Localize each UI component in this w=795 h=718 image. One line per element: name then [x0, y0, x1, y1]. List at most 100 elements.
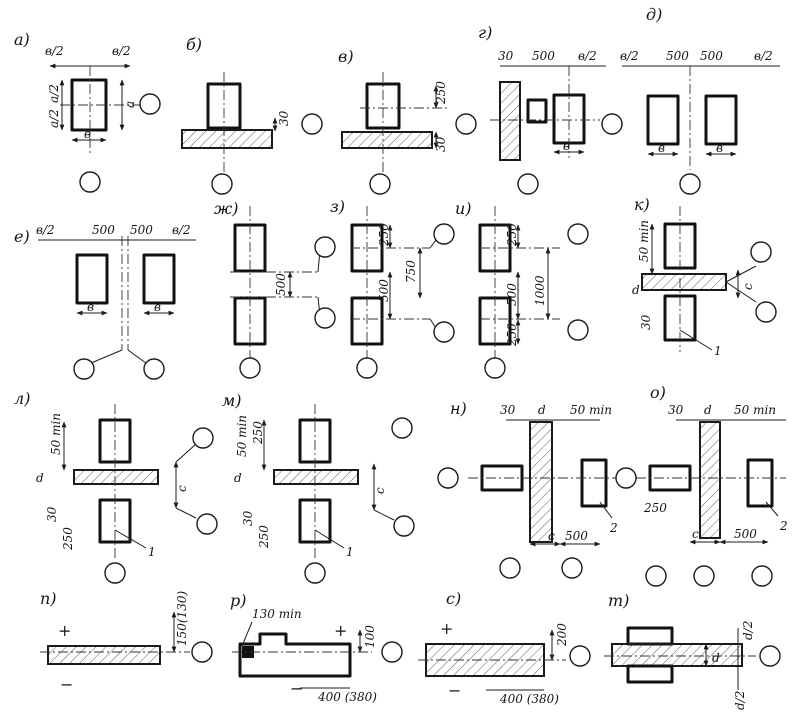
axis-bubble: [679, 173, 701, 195]
beam-section: [529, 421, 553, 543]
panel-m: м) 50 min 250 d c 30 250 1: [222, 391, 415, 584]
axis-bubble: [755, 301, 777, 323]
minus-sign: −: [290, 679, 303, 698]
column-stub-top: [626, 626, 674, 646]
dim-label: 100: [363, 625, 377, 648]
dim-label: 500: [505, 283, 519, 306]
column-stub-bottom: [626, 664, 674, 684]
dim-label: c: [373, 487, 387, 494]
leader-line: [314, 529, 345, 549]
column-section: [704, 94, 738, 146]
dim-label: 150(130): [175, 591, 189, 646]
dim-label: d: [704, 403, 712, 417]
dim-label: d: [36, 471, 44, 485]
dim-label: 30: [277, 110, 291, 126]
axis-bubble: [455, 113, 477, 135]
dim-label: 250: [505, 323, 519, 347]
beam-section: [641, 273, 727, 291]
panel-b: б) 30: [181, 35, 323, 195]
panel-z: з) 250 750 500: [330, 197, 455, 379]
dim-label: 1000: [533, 275, 547, 306]
panel-o: о) 30 d 50 min 250 c 500 2: [615, 383, 788, 587]
dim-label: в: [154, 300, 161, 314]
panel-g: г) 30 500 в/2 в: [478, 23, 623, 195]
axis-bubble: [693, 565, 715, 587]
panel-label-v: в): [338, 47, 354, 66]
axis-bubble: [759, 645, 781, 667]
dim-label: 400 (380): [317, 690, 377, 704]
axis-bubble: [381, 641, 403, 663]
dim-label: 500: [92, 223, 115, 237]
panel-s: с) + − 200 400 (380): [418, 589, 591, 706]
beam-section: [699, 421, 721, 539]
dim-label: d: [632, 283, 640, 297]
axis-bubble: [211, 173, 233, 195]
dim-label: 250: [434, 81, 448, 105]
axis-bubble: [79, 171, 101, 193]
wall-section: [611, 643, 743, 667]
dim-label: 50 min: [49, 413, 63, 455]
panel-label-k: к): [634, 195, 650, 214]
panel-label-i: и): [455, 199, 472, 218]
axis-bubble: [433, 321, 455, 343]
axis-bubble: [751, 565, 773, 587]
dim-label: 30: [639, 314, 653, 330]
dim-label: 250: [257, 525, 271, 549]
leader-line: [175, 443, 197, 463]
dim-label: 50 min: [570, 403, 612, 417]
axis-bubble: [499, 557, 521, 579]
dim-label: а/2: [47, 84, 61, 103]
panel-k: к) 50 min d c 30 1: [632, 195, 777, 358]
minus-sign: −: [60, 675, 73, 694]
callout-label: 1: [714, 344, 722, 358]
anchor-block: [242, 646, 254, 658]
panel-label-a: а): [14, 30, 30, 49]
panel-label-t: т): [608, 591, 629, 610]
dim-label: 500: [532, 49, 555, 63]
dim-label: в: [87, 300, 94, 314]
dim-label: 30: [434, 136, 448, 152]
panel-i: и) 250 500 1000 250: [455, 199, 589, 379]
dim-label: 30: [498, 49, 514, 63]
panel-a: а) в/2 в/2 а/2 а/2 а в: [14, 30, 161, 193]
dim-label: в/2: [112, 44, 131, 58]
dim-label: c: [175, 485, 189, 492]
wall-section: [47, 645, 161, 665]
panel-label-zh: ж): [214, 199, 238, 218]
beam-section: [273, 469, 359, 485]
axis-bubble: [191, 641, 213, 663]
axis-bubble: [484, 357, 506, 379]
leader-line: [679, 329, 713, 351]
axis-bubble: [569, 645, 591, 667]
dim-label: 500: [734, 527, 757, 541]
column-section: [746, 458, 774, 508]
dim-label: 50 min: [734, 403, 776, 417]
dim-label: c: [548, 529, 555, 543]
minus-sign: −: [448, 681, 461, 700]
column-section: [142, 253, 176, 305]
axis-bubble: [139, 93, 161, 115]
plus-sign: +: [58, 621, 71, 640]
dim-label: в/2: [45, 44, 64, 58]
leader-line: [429, 239, 437, 249]
panel-p: п) + − 150(130): [40, 589, 213, 694]
axis-bubble: [433, 223, 455, 245]
dim-label: а: [123, 101, 137, 108]
dim-label: в/2: [36, 223, 55, 237]
column-section: [646, 94, 680, 146]
dim-label: 250: [505, 223, 519, 247]
dim-label: 30: [668, 403, 684, 417]
panel-label-m: м): [222, 391, 242, 410]
callout-label: 1: [346, 545, 354, 559]
panel-label-e: е): [14, 227, 30, 246]
dim-label: d: [712, 651, 720, 665]
axis-bubble: [369, 173, 391, 195]
axis-bubble: [196, 513, 218, 535]
wall-section-stepped: [238, 632, 352, 678]
dim-label: в/2: [754, 49, 773, 63]
wall-section: [499, 81, 521, 161]
dim-label: 50 min: [235, 415, 249, 457]
panel-l: л) 50 min d c 30 250 1: [14, 389, 218, 584]
axis-bubble: [314, 236, 336, 258]
dim-label: в/2: [620, 49, 639, 63]
